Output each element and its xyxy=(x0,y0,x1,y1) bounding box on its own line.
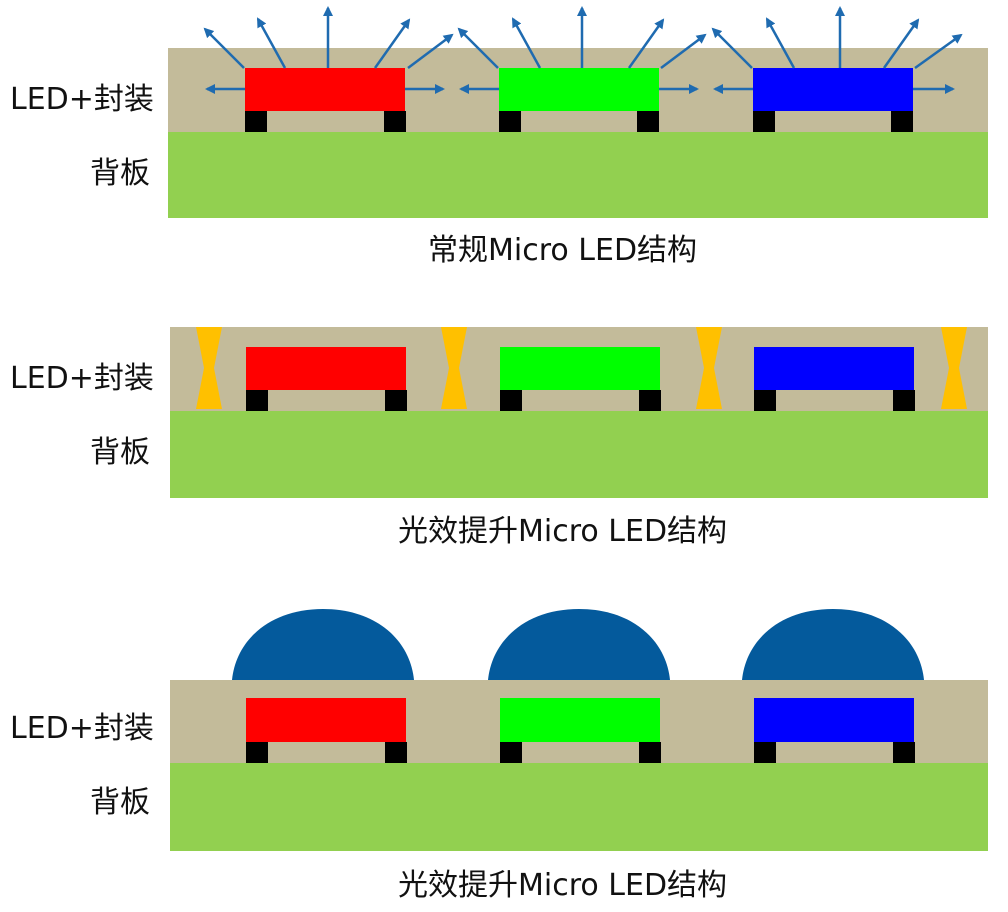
electrode-pad xyxy=(246,742,268,763)
backplane-layer xyxy=(170,411,988,498)
encapsulation-label: LED+封装 xyxy=(10,711,154,746)
backplane-layer xyxy=(170,763,988,851)
reflector-structure-diagram xyxy=(170,327,988,498)
electrode-pad xyxy=(499,111,521,132)
panel-lens: LED+封装 背板 光效提升Micro LED结构 xyxy=(0,585,1008,912)
electrode-pad xyxy=(245,111,267,132)
led-chip-red xyxy=(246,698,406,742)
electrode-pad xyxy=(893,390,915,411)
electrode-pad xyxy=(893,742,915,763)
panel-reflector: LED+封装 背板 光效提升Micro LED结构 xyxy=(0,300,1008,585)
electrode-pad xyxy=(500,390,522,411)
reflector-wall xyxy=(941,327,967,409)
electrode-pad xyxy=(639,390,661,411)
electrode-pad xyxy=(754,390,776,411)
electrode-pad xyxy=(637,111,659,132)
lens-structure-diagram xyxy=(170,609,988,851)
backplane-layer xyxy=(168,132,988,218)
led-chip-red xyxy=(246,347,406,390)
reflector-wall xyxy=(441,327,467,409)
reflector-wall xyxy=(696,327,722,409)
light-emission-arrows-blue xyxy=(711,6,963,94)
caption-reflector: 光效提升Micro LED结构 xyxy=(398,514,728,549)
caption-conventional: 常规Micro LED结构 xyxy=(428,233,698,268)
led-chip-red xyxy=(245,68,405,111)
led-chip-green xyxy=(500,347,660,390)
conventional-structure-diagram xyxy=(168,6,988,218)
electrode-pad xyxy=(385,742,407,763)
led-chip-green xyxy=(499,68,659,111)
electrode-pad xyxy=(500,742,522,763)
electrode-pad xyxy=(384,111,406,132)
lens-dome xyxy=(232,609,414,680)
light-emission-arrows-red xyxy=(203,6,454,94)
led-chip-blue xyxy=(753,68,913,111)
light-emission-arrows-green xyxy=(457,6,707,94)
backplane-label: 背板 xyxy=(90,156,150,191)
lens-dome xyxy=(488,609,670,680)
electrode-pad xyxy=(385,390,407,411)
electrode-pad xyxy=(246,390,268,411)
lens-dome xyxy=(742,609,924,680)
caption-lens: 光效提升Micro LED结构 xyxy=(398,868,728,903)
electrode-pad xyxy=(891,111,913,132)
electrode-pad xyxy=(753,111,775,132)
encapsulation-label: LED+封装 xyxy=(10,361,154,396)
encapsulation-label: LED+封装 xyxy=(10,82,154,117)
electrode-pad xyxy=(754,742,776,763)
panel-conventional: LED+封装 背板 常规Micro LED结构 xyxy=(0,0,1008,300)
backplane-label: 背板 xyxy=(90,435,150,470)
led-chip-green xyxy=(500,698,660,742)
reflector-wall xyxy=(196,327,222,409)
led-chip-blue xyxy=(754,698,914,742)
backplane-label: 背板 xyxy=(90,785,150,820)
electrode-pad xyxy=(639,742,661,763)
led-chip-blue xyxy=(754,347,914,390)
